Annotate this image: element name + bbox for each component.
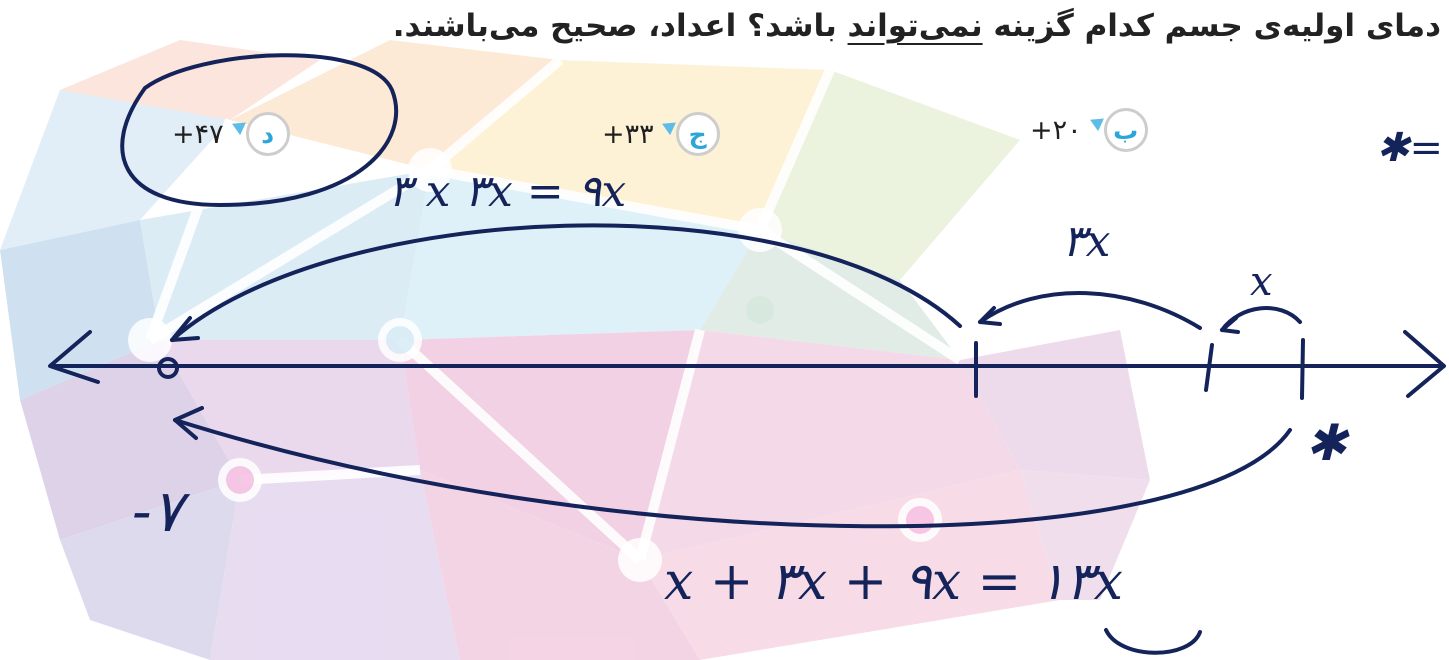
- arc-13x: [173, 418, 1292, 529]
- question-underlined-word: نمی‌تواند: [847, 8, 983, 44]
- answer-circle: [120, 53, 399, 207]
- question-part-1: دمای اولیه‌ی جسم کدام گزینه: [982, 8, 1441, 44]
- point-minus-7: [157, 357, 179, 379]
- question-part-2: باشد؟ اعداد، صحیح می‌باشند.: [392, 8, 848, 44]
- option-b-value: +۲۰: [1030, 114, 1082, 146]
- option-c[interactable]: +۳۳ ج: [602, 110, 720, 158]
- equation-13x: x + ۳x + ۹x = ۱۳x: [664, 552, 1123, 612]
- label-3x: ۳x: [1062, 216, 1111, 267]
- option-d-value: +۴۷: [172, 118, 224, 150]
- edge-star-mark: ✱=: [1376, 125, 1444, 171]
- option-c-badge: ج: [675, 112, 720, 156]
- underline-13x: [1104, 628, 1202, 655]
- label-9x: ۳ x ۳x = ۹x: [388, 166, 627, 217]
- option-b-badge: ب: [1103, 108, 1148, 152]
- option-d[interactable]: +۴۷ د: [172, 110, 290, 158]
- tick-x: [1204, 343, 1214, 392]
- arc-3x: [978, 291, 1202, 330]
- label-minus-7: -۷: [132, 477, 183, 545]
- option-c-value: +۳۳: [602, 118, 654, 150]
- option-b[interactable]: +۲۰ ب: [1030, 106, 1148, 154]
- arc-9x: [170, 223, 962, 342]
- option-d-badge: د: [245, 112, 290, 156]
- question-text: دمای اولیه‌ی جسم کدام گزینه نمی‌تواند با…: [393, 8, 1441, 45]
- number-line-left-arrow: [48, 330, 100, 384]
- label-x: x: [1250, 259, 1273, 305]
- number-line-right-arrow: [1403, 330, 1446, 398]
- star-mark: ✱: [1305, 414, 1347, 472]
- tick-start: [1300, 338, 1305, 400]
